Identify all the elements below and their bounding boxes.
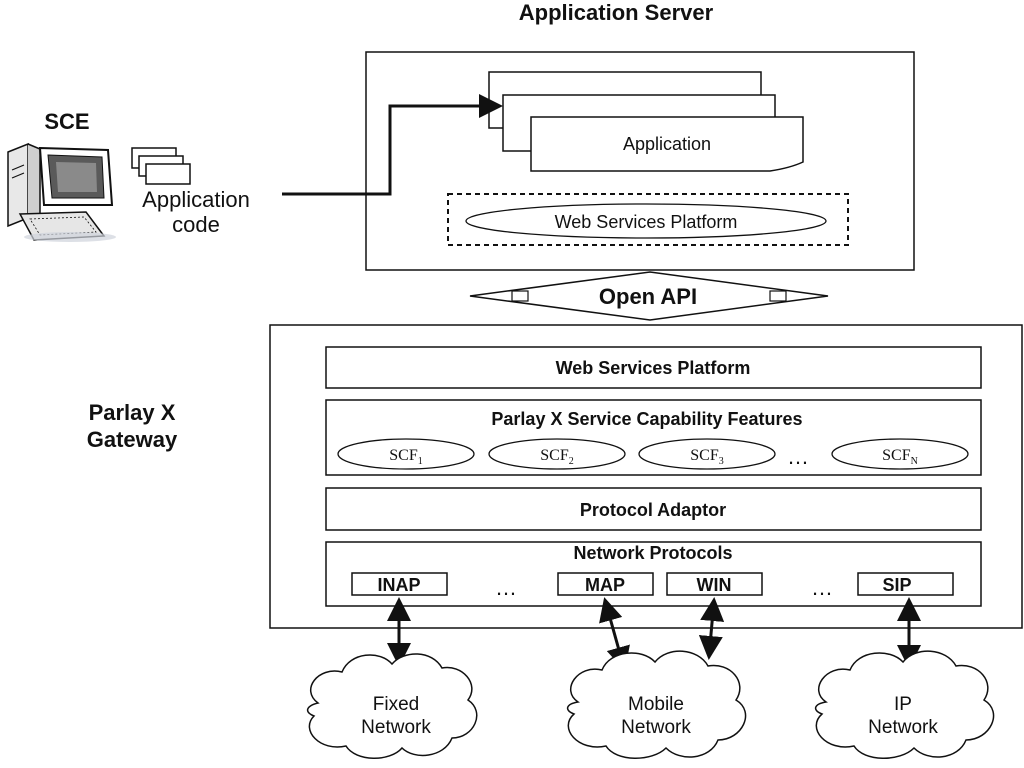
scf-2: SCF2 bbox=[488, 438, 626, 470]
mobile-network-cloud: Mobile Network bbox=[566, 650, 747, 759]
svg-text:MAP: MAP bbox=[585, 575, 625, 595]
fixed-network-cloud: Fixed Network bbox=[306, 653, 478, 759]
protocol-win: WIN bbox=[666, 572, 763, 596]
svg-text:SCF2: SCF2 bbox=[540, 447, 573, 467]
mobile-network-label-line2: Network bbox=[621, 717, 691, 738]
scf-ellipsis: … bbox=[787, 444, 809, 469]
gateway-web-services-layer bbox=[325, 346, 982, 389]
protocol-ellipsis-2: … bbox=[811, 575, 833, 600]
gateway-title-line1: Parlay X bbox=[89, 400, 176, 425]
server-platform-label: Web Services Platform bbox=[555, 212, 738, 232]
ip-network-cloud: IP Network bbox=[814, 650, 995, 759]
protocol-ellipsis-1: … bbox=[495, 575, 517, 600]
scf-3: SCF3 bbox=[638, 438, 776, 470]
application-label: Application bbox=[623, 134, 711, 154]
fixed-network-label-line2: Network bbox=[361, 717, 431, 738]
gateway-title-line2: Gateway bbox=[87, 427, 178, 452]
open-api-double-arrow bbox=[469, 271, 829, 321]
svg-text:SCF3: SCF3 bbox=[690, 447, 723, 467]
ip-network-label-line2: Network bbox=[868, 717, 938, 738]
protocol-map: MAP bbox=[557, 572, 654, 596]
scf-1: SCF1 bbox=[337, 438, 475, 470]
server-platform-ellipse bbox=[465, 203, 827, 239]
fixed-network-label-line1: Fixed bbox=[373, 694, 419, 715]
gateway-web-services-label: Web Services Platform bbox=[556, 358, 751, 378]
open-api-label: Open API bbox=[599, 284, 697, 309]
svg-text:SCF1: SCF1 bbox=[389, 447, 422, 467]
network-protocols-title: Network Protocols bbox=[573, 543, 732, 563]
sce-title: SCE bbox=[44, 109, 89, 134]
application-stack: Application bbox=[488, 71, 804, 172]
application-code-label-line2: code bbox=[172, 212, 220, 237]
protocol-sip: SIP bbox=[857, 572, 954, 596]
protocol-adaptor-label: Protocol Adaptor bbox=[580, 500, 726, 520]
deploy-arrow bbox=[282, 94, 503, 196]
win-mobile-arrow bbox=[698, 597, 725, 660]
computer-icon bbox=[7, 142, 116, 242]
application-page-front bbox=[530, 116, 804, 172]
svg-text:SIP: SIP bbox=[882, 575, 911, 595]
svg-text:WIN: WIN bbox=[697, 575, 732, 595]
scf-layer-title: Parlay X Service Capability Features bbox=[491, 409, 802, 429]
server-platform-dashed-box bbox=[447, 193, 849, 246]
application-code-pages-icon bbox=[131, 147, 191, 185]
scf-n: SCFN bbox=[831, 438, 969, 470]
mobile-network-label-line1: Mobile bbox=[628, 694, 684, 715]
svg-text:INAP: INAP bbox=[377, 575, 420, 595]
svg-text:SCFN: SCFN bbox=[882, 447, 918, 467]
protocol-inap: INAP bbox=[351, 572, 448, 596]
application-code-label-line1: Application bbox=[142, 187, 250, 212]
protocol-adaptor-layer bbox=[325, 487, 982, 531]
ip-network-label-line1: IP bbox=[894, 694, 912, 715]
application-server-title: Application Server bbox=[519, 0, 714, 25]
